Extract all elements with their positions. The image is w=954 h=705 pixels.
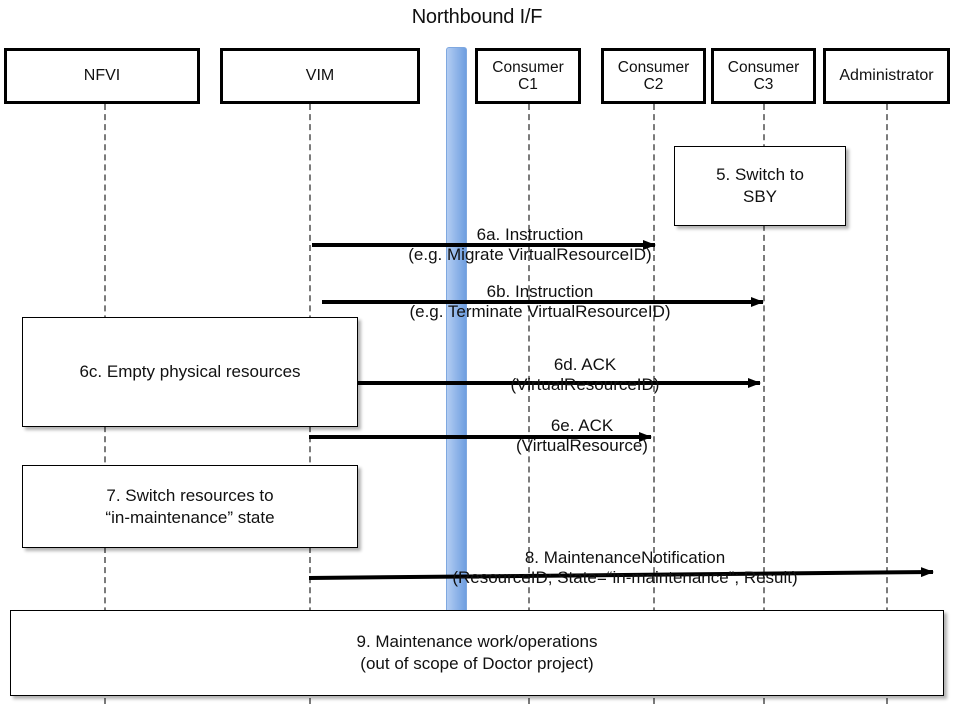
- note-line2: SBY: [742, 187, 778, 206]
- participant-label: VIM: [305, 67, 335, 85]
- message-label-6b-line2: (e.g. Terminate VirtualResourceID): [409, 301, 671, 321]
- message-label-6d-line2: (VirtualResourceID): [510, 374, 660, 394]
- message-label-6d: 6d. ACK (VirtualResourceID): [435, 355, 735, 394]
- message-label-6e-line1: 6e. ACK: [550, 416, 614, 435]
- lifeline-consumer-c3: [763, 104, 765, 704]
- participant-consumer-c2[interactable]: Consumer C2: [601, 48, 706, 104]
- message-label-6a: 6a. Instruction (e.g. Migrate VirtualRes…: [360, 225, 700, 264]
- page-title: Northbound I/F: [411, 6, 543, 28]
- message-label-8: 8. MaintenanceNotification (ResourceID; …: [330, 548, 920, 587]
- participant-vim[interactable]: VIM: [220, 48, 420, 104]
- note-line2: “in-maintenance” state: [105, 507, 275, 527]
- message-label-6e-line2: (VirtualResource): [516, 435, 648, 455]
- note-box-5-switch-to-sby[interactable]: 5. Switch to SBY: [674, 146, 846, 226]
- participant-nfvi[interactable]: NFVI: [4, 48, 200, 104]
- participant-consumer-c3[interactable]: Consumer C3: [711, 48, 816, 104]
- participant-label: NFVI: [83, 67, 121, 85]
- message-label-6a-line2: (e.g. Migrate VirtualResourceID): [408, 244, 652, 264]
- participant-label-line2: C2: [643, 76, 664, 93]
- note-line1: 9. Maintenance work/operations: [356, 632, 598, 652]
- message-label-8-line1: 8. MaintenanceNotification: [524, 548, 726, 567]
- note-box-6c-empty-physical-resources[interactable]: 6c. Empty physical resources: [22, 317, 358, 427]
- participant-label-line2: C3: [753, 76, 774, 93]
- note-box-7-switch-resources-in-maintenance[interactable]: 7. Switch resources to “in-maintenance” …: [22, 465, 358, 548]
- message-label-6a-line1: 6a. Instruction: [476, 225, 584, 244]
- lifeline-consumer-c2: [653, 104, 655, 704]
- participant-label-line2: C1: [518, 76, 538, 93]
- lifeline-administrator: [886, 104, 888, 704]
- participant-label: Administrator: [839, 67, 934, 85]
- note-line2: (out of scope of Doctor project): [360, 654, 594, 673]
- message-label-8-line2: (ResourceID; State=“in-maintenance”; Res…: [452, 567, 798, 587]
- participant-administrator[interactable]: Administrator: [823, 48, 950, 104]
- note-line1: 6c. Empty physical resources: [79, 362, 301, 382]
- message-label-6e: 6e. ACK (VirtualResource): [432, 416, 732, 455]
- participant-label-line1: Consumer: [492, 58, 564, 76]
- participant-consumer-c1[interactable]: Consumer C1: [475, 48, 581, 104]
- lifeline-consumer-c1: [528, 104, 530, 704]
- participant-label-line1: Consumer: [617, 58, 690, 76]
- note-line1: 7. Switch resources to: [106, 485, 274, 505]
- message-label-6b-line1: 6b. Instruction: [486, 282, 594, 301]
- message-label-6b: 6b. Instruction (e.g. Terminate VirtualR…: [370, 282, 710, 321]
- note-line1: 5. Switch to: [716, 165, 804, 185]
- participant-label-line1: Consumer: [727, 58, 800, 76]
- northbound-interface-bar: [446, 47, 467, 613]
- message-label-6d-line1: 6d. ACK: [553, 355, 617, 374]
- note-box-9-maintenance-work-operations[interactable]: 9. Maintenance work/operations (out of s…: [10, 610, 944, 696]
